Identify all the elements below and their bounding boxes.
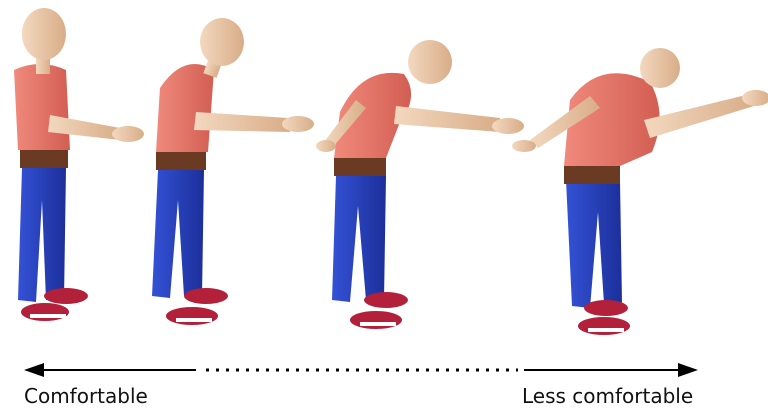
comfort-axis xyxy=(0,350,768,386)
figure-deep-lean xyxy=(512,48,768,335)
posture-illustration xyxy=(0,0,768,340)
arrowhead-right xyxy=(678,363,698,377)
figure-forward-lean xyxy=(316,40,524,329)
label-less-comfortable: Less comfortable xyxy=(522,384,693,408)
figure-upright xyxy=(14,8,144,321)
arrowhead-left xyxy=(24,363,44,377)
label-comfortable: Comfortable xyxy=(24,384,148,408)
figure-slight-lean xyxy=(152,18,314,325)
